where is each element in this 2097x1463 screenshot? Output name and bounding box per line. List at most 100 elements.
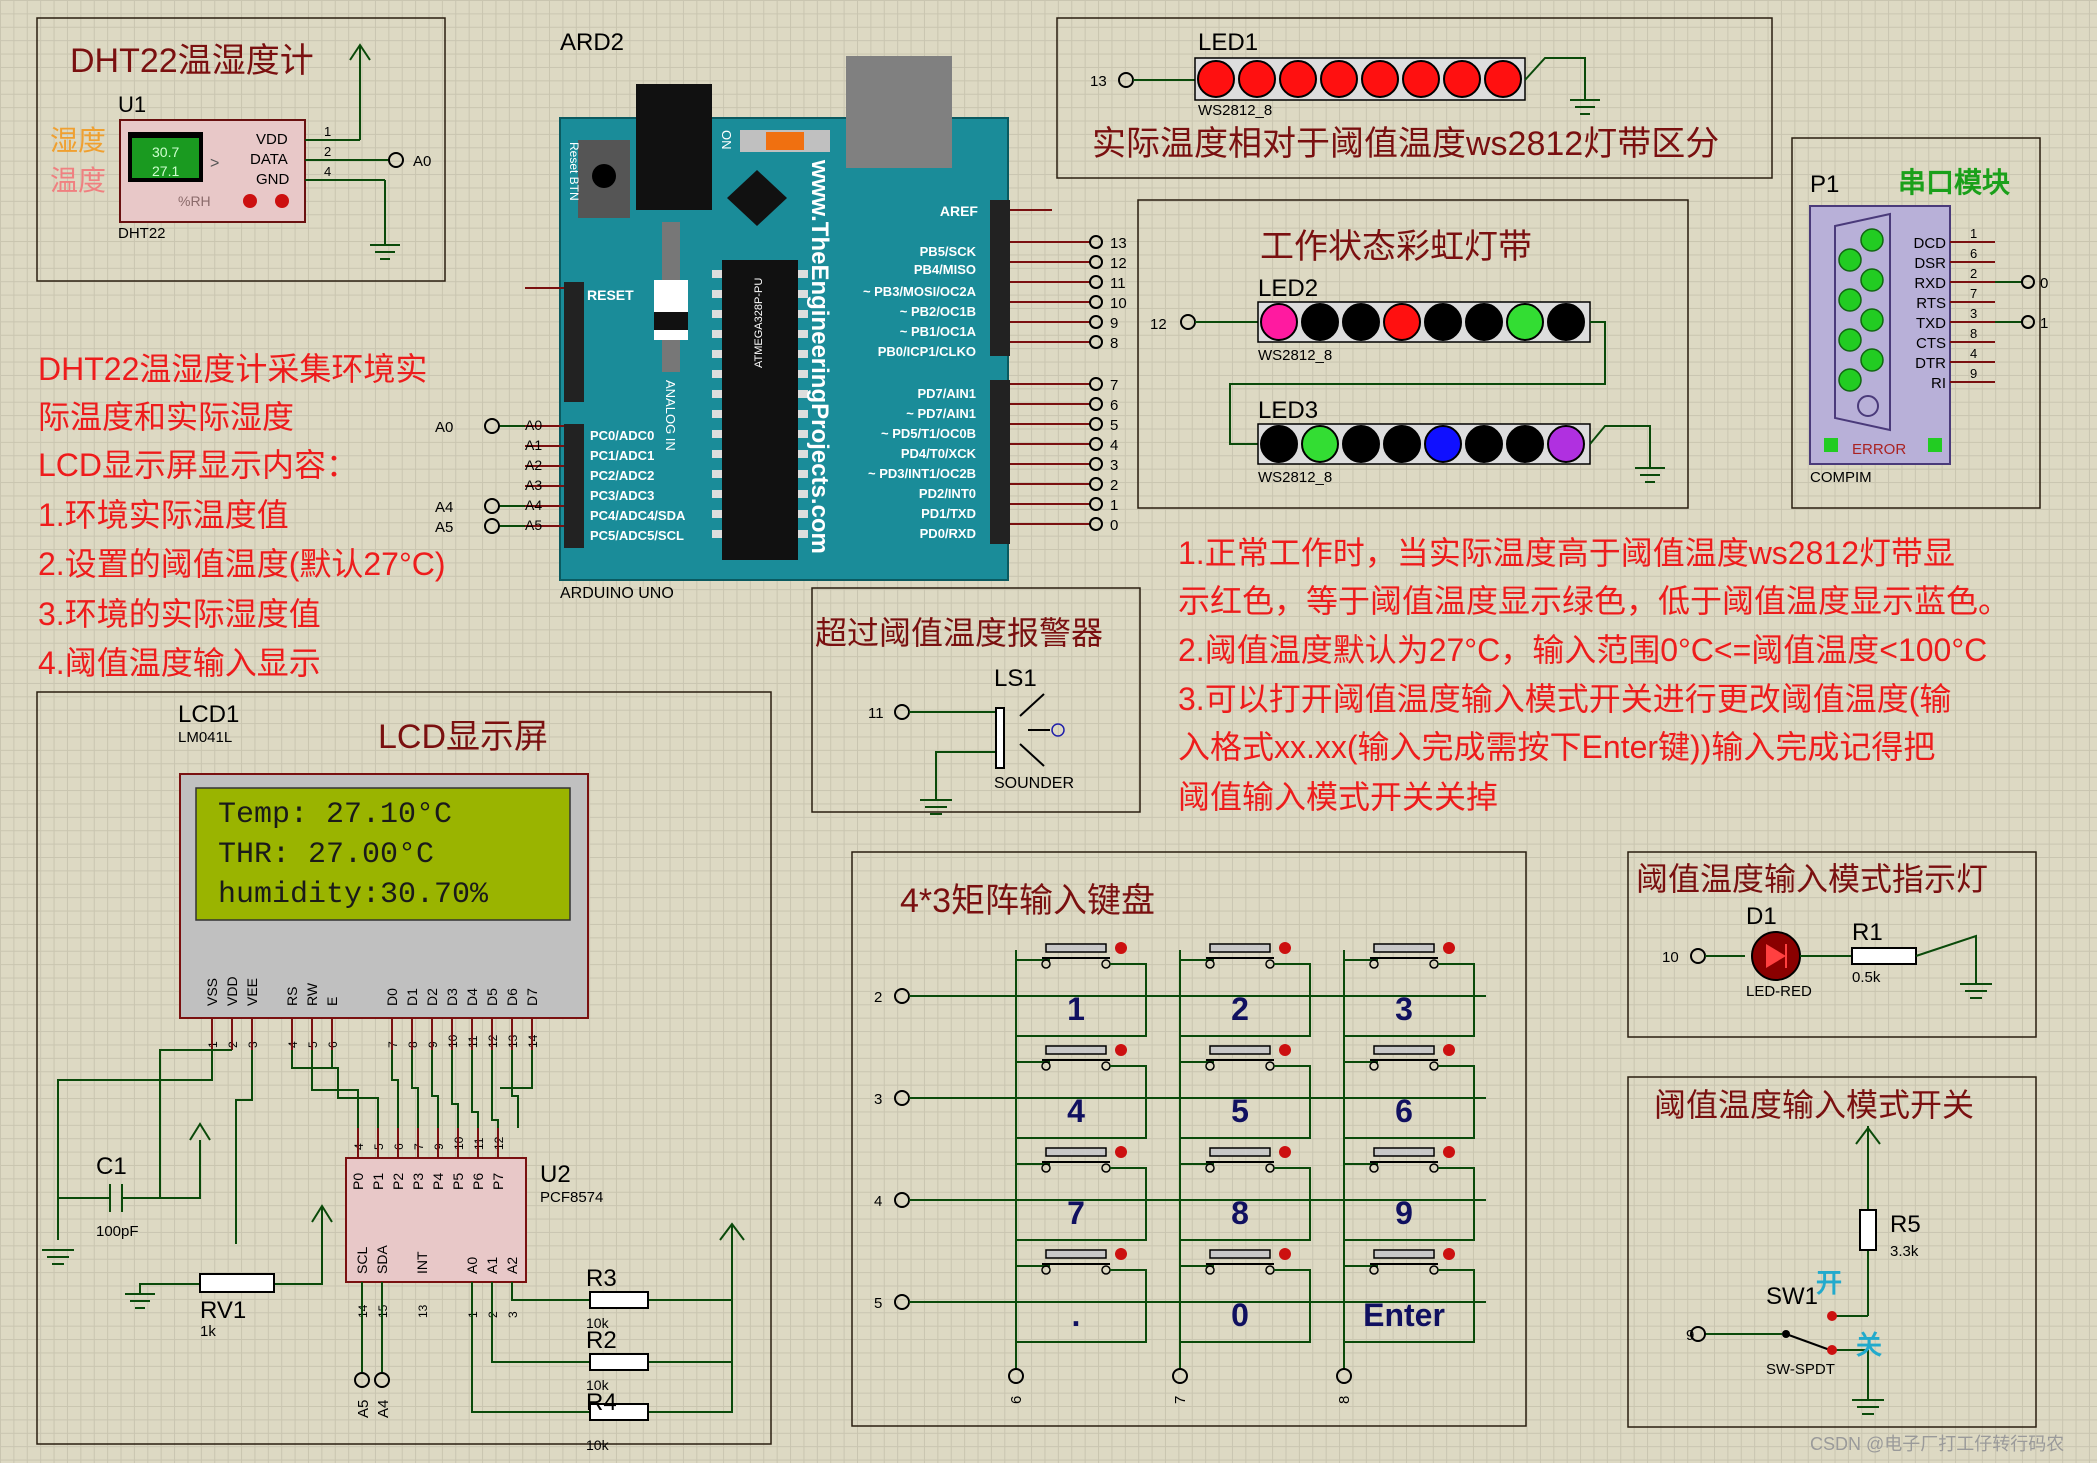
dht-button-1[interactable] — [243, 194, 257, 208]
lcd-pin-vee: VEE — [244, 978, 260, 1006]
svg-text:LED2: LED2 — [1258, 275, 1318, 302]
keypad-key-dot[interactable]: . — [1072, 1297, 1081, 1333]
svg-text:PC4/ADC4/SDA: PC4/ADC4/SDA — [590, 508, 686, 523]
svg-text:8: 8 — [1110, 335, 1118, 352]
svg-text:10: 10 — [1110, 295, 1127, 312]
led1-led-7 — [1443, 60, 1481, 98]
svg-text:CTS: CTS — [1916, 335, 1946, 352]
key-cap[interactable] — [1373, 1045, 1435, 1055]
key-lead — [1180, 1269, 1311, 1343]
led1-led-6 — [1402, 60, 1440, 98]
keypad-key-1[interactable]: 1 — [1067, 991, 1085, 1027]
dht-ref: U1 — [118, 92, 146, 117]
key-cap[interactable] — [1373, 943, 1435, 953]
keypad-key-3[interactable]: 3 — [1395, 991, 1413, 1027]
svg-text:10: 10 — [1662, 949, 1679, 966]
key-cap[interactable] — [1209, 1249, 1271, 1259]
pcf-pin-num: 13 — [416, 1304, 430, 1318]
lcd-line-3: humidity:30.70% — [218, 878, 489, 912]
arduino-a4-terminal[interactable] — [484, 498, 500, 514]
keypad-key-7[interactable]: 7 — [1067, 1195, 1085, 1231]
dht-button-2[interactable] — [275, 194, 289, 208]
buzzer-terminal[interactable] — [894, 704, 910, 720]
svg-text:~ PD3/INT1/OC2B: ~ PD3/INT1/OC2B — [868, 466, 976, 481]
led3-led-2 — [1301, 425, 1339, 463]
keypad-key-0[interactable]: 0 — [1231, 1297, 1249, 1333]
key-cap[interactable] — [1045, 1147, 1107, 1157]
svg-text:2.设置的阈值温度(默认27°C): 2.设置的阈值温度(默认27°C) — [38, 546, 446, 582]
svg-text:PD0/RXD: PD0/RXD — [920, 526, 976, 541]
key-cap[interactable] — [1045, 943, 1107, 953]
switch-lever[interactable] — [1785, 1333, 1831, 1351]
led2-led-6 — [1465, 303, 1503, 341]
led1-terminal[interactable] — [1118, 72, 1134, 88]
resistor-r3 — [589, 1291, 649, 1309]
pcf-pin-p2: P2 — [390, 1173, 406, 1190]
svg-text:11: 11 — [868, 705, 884, 722]
svg-text:际温度和实际湿度: 际温度和实际湿度 — [38, 399, 294, 435]
resistor-r4 — [589, 1403, 649, 1421]
keypad-col-terminal[interactable] — [1172, 1368, 1188, 1384]
serial-txd-terminal[interactable] — [2021, 315, 2035, 329]
keypad-col-terminal[interactable] — [1008, 1368, 1024, 1384]
key-cap[interactable] — [1209, 943, 1271, 953]
key-cap[interactable] — [1373, 1147, 1435, 1157]
dht-pin-data: DATA — [250, 151, 288, 168]
arduino-a5-terminal[interactable] — [484, 518, 500, 534]
pcf-a5-terminal[interactable] — [354, 1372, 370, 1388]
svg-text:A4: A4 — [375, 1400, 392, 1418]
keypad-key-2[interactable]: 2 — [1231, 991, 1249, 1027]
desc-right: 1.正常工作时，当实际温度高于阈值温度ws2812灯带显 示红色，等于阈值温度显… — [1178, 535, 2010, 815]
resistor-r1 — [1851, 947, 1917, 965]
keypad-row-terminal[interactable] — [894, 1090, 910, 1106]
dht-net-terminal[interactable] — [388, 152, 404, 168]
keypad-key-9[interactable]: 9 — [1395, 1195, 1413, 1231]
keypad-key-5[interactable]: 5 — [1231, 1093, 1249, 1129]
indicator-terminal[interactable] — [1690, 948, 1706, 964]
arduino-part: ARDUINO UNO — [560, 585, 674, 602]
key-cap[interactable] — [1045, 1249, 1107, 1259]
svg-text:A5: A5 — [525, 517, 542, 533]
pcf-a4-terminal[interactable] — [374, 1372, 390, 1388]
key-cap[interactable] — [1373, 1249, 1435, 1259]
indicator-title: 阈值温度输入模式指示灯 — [1636, 861, 1988, 897]
pot-rv1[interactable] — [199, 1273, 275, 1293]
svg-text:COMPIM: COMPIM — [1810, 469, 1872, 486]
key-cap[interactable] — [1209, 1147, 1271, 1157]
svg-text:阈值输入模式开关关掉: 阈值输入模式开关关掉 — [1178, 779, 1498, 815]
keypad-key-6[interactable]: 6 — [1395, 1093, 1413, 1129]
svg-text:3.3k: 3.3k — [1890, 1243, 1919, 1260]
arduino-a0-terminal[interactable] — [484, 418, 500, 434]
keypad-key-8[interactable]: 8 — [1231, 1195, 1249, 1231]
svg-text:A0: A0 — [525, 417, 542, 433]
led2-terminal[interactable] — [1180, 314, 1196, 330]
led2-led-5 — [1424, 303, 1462, 341]
dht-temp-label: 温度 — [50, 165, 106, 196]
svg-text:2: 2 — [324, 144, 331, 159]
serial-rxd-terminal[interactable] — [2021, 275, 2035, 289]
keypad-key-enter[interactable]: Enter — [1363, 1297, 1445, 1333]
key-cap[interactable] — [1045, 1045, 1107, 1055]
keypad-col-net: 6 — [1008, 1396, 1025, 1404]
keypad-row-terminal[interactable] — [894, 1192, 910, 1208]
svg-text:A4: A4 — [525, 497, 542, 513]
svg-text:A2: A2 — [525, 457, 542, 473]
arduino-site: www.TheEngineeringProjects.com — [806, 159, 833, 554]
svg-text:6: 6 — [1110, 397, 1118, 414]
lcd-pin-d0: D0 — [384, 988, 400, 1006]
key-cap[interactable] — [1209, 1045, 1271, 1055]
svg-text:0: 0 — [1110, 517, 1118, 534]
buzzer-frame — [811, 587, 1141, 813]
resistor-r5 — [1859, 1209, 1877, 1251]
svg-text:Reset BTN: Reset BTN — [567, 142, 581, 201]
keypad-col-terminal[interactable] — [1336, 1368, 1352, 1384]
keypad-key-4[interactable]: 4 — [1067, 1093, 1085, 1129]
keypad-row-terminal[interactable] — [894, 1294, 910, 1310]
led3-led-8 — [1547, 425, 1585, 463]
dht-humidity-label: 湿度 — [50, 125, 106, 156]
keypad-row-terminal[interactable] — [894, 988, 910, 1004]
svg-text:入格式xx.xx(输入完成需按下Enter键))输入完成记得: 入格式xx.xx(输入完成需按下Enter键))输入完成记得把 — [1178, 729, 1935, 765]
svg-text:1: 1 — [1970, 226, 1977, 241]
switch-terminal[interactable] — [1690, 1326, 1706, 1342]
